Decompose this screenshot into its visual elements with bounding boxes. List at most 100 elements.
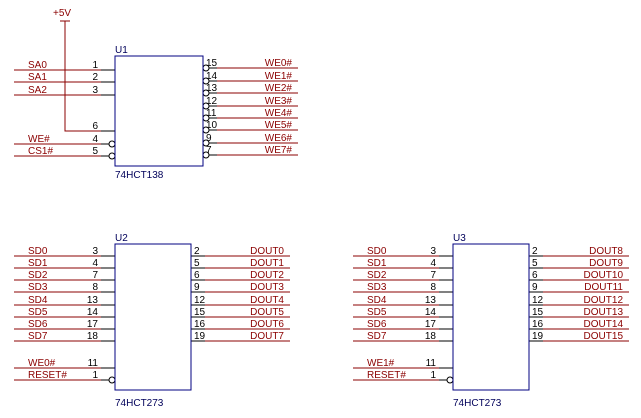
wires: SA0SA1SA2WE#CS1#WE0#WE1#WE2#WE3#WE4#WE5#… xyxy=(14,21,629,381)
net-label: DOUT6 xyxy=(250,319,284,330)
net-label: SD5 xyxy=(367,307,387,318)
pin-number: 12 xyxy=(532,295,544,306)
pin-number: 5 xyxy=(532,258,538,269)
pin-number: 13 xyxy=(425,295,437,306)
net-label: DOUT2 xyxy=(250,270,284,281)
pin-number: 16 xyxy=(194,319,206,330)
net-label: WE0# xyxy=(265,58,293,69)
net-label: RESET# xyxy=(28,370,67,381)
inversion-bubble xyxy=(446,376,454,384)
ref-designator: U2 xyxy=(115,233,128,244)
net-label: WE2# xyxy=(265,83,293,94)
pin-number: 5 xyxy=(92,146,98,157)
net-label: WE5# xyxy=(265,120,293,131)
pin-number: 11 xyxy=(88,358,99,369)
pin-number: 10 xyxy=(206,120,218,131)
pin-number: 14 xyxy=(425,307,437,318)
pin-number: 8 xyxy=(92,282,98,293)
parts: 1A2B3C6G14G2A5G2B15Y014Y113Y212Y311Y410Y… xyxy=(87,45,544,409)
u2-symbol: 3D14D27D38D413D514D617D718D811CLK1CLR2Q1… xyxy=(87,233,206,409)
ref-designator: U1 xyxy=(115,45,128,56)
pin-number: 1 xyxy=(430,370,436,381)
pin-number: 6 xyxy=(92,121,98,132)
pin-number: 9 xyxy=(206,133,212,144)
pin-number: 6 xyxy=(532,270,538,281)
pin-number: 14 xyxy=(87,307,99,318)
ic-body xyxy=(114,55,204,167)
pin-number: 8 xyxy=(430,282,436,293)
net-label: SD2 xyxy=(28,270,48,281)
u3-symbol: 3D14D27D38D413D514D617D718D811CLK1CLR2Q1… xyxy=(425,233,544,409)
pin-number: 9 xyxy=(194,282,200,293)
ref-designator: U3 xyxy=(453,233,466,244)
pin-number: 3 xyxy=(92,85,98,96)
net-label: WE1# xyxy=(265,71,293,82)
pin-number: 11 xyxy=(206,108,217,119)
net-label: SD2 xyxy=(367,270,387,281)
pin-number: 13 xyxy=(206,83,218,94)
net-label: DOUT13 xyxy=(584,307,624,318)
pin-number: 5 xyxy=(194,258,200,269)
pin-number: 7 xyxy=(92,270,98,281)
u1-symbol: 1A2B3C6G14G2A5G2B15Y014Y113Y212Y311Y410Y… xyxy=(92,45,217,181)
pin-number: 7 xyxy=(430,270,436,281)
net-label: WE0# xyxy=(28,358,56,369)
pin-number: 15 xyxy=(532,307,544,318)
net-label: SD4 xyxy=(28,295,48,306)
pin-number: 1 xyxy=(92,60,98,71)
net-label: SA2 xyxy=(28,85,47,96)
pin-number: 4 xyxy=(92,134,98,145)
net-label: DOUT15 xyxy=(584,331,624,342)
net-label: SA0 xyxy=(28,60,47,71)
net-label: DOUT14 xyxy=(584,319,624,330)
pin-number: 17 xyxy=(87,319,99,330)
pin-number: 15 xyxy=(194,307,206,318)
pin-number: 4 xyxy=(92,258,98,269)
pin-number: 3 xyxy=(92,246,98,257)
pin-number: 13 xyxy=(87,295,99,306)
inversion-bubble xyxy=(108,152,116,160)
pin-number: 14 xyxy=(206,71,218,82)
net-label: DOUT3 xyxy=(250,282,284,293)
power-rail-wire xyxy=(64,21,101,132)
pin-number: 18 xyxy=(425,331,437,342)
pin-number: 4 xyxy=(430,258,436,269)
net-label: DOUT12 xyxy=(584,295,624,306)
net-label: WE4# xyxy=(265,108,293,119)
pin-number: 1 xyxy=(92,370,98,381)
power-symbol: +5V xyxy=(53,8,71,22)
net-label: SD3 xyxy=(28,282,48,293)
pin-number: 15 xyxy=(206,58,218,69)
pin-number: 9 xyxy=(532,282,538,293)
net-label: WE# xyxy=(28,134,50,145)
net-label: DOUT8 xyxy=(589,246,623,257)
net-label: SD6 xyxy=(367,319,387,330)
net-label: SD6 xyxy=(28,319,48,330)
net-label: DOUT11 xyxy=(584,282,623,293)
ic-body xyxy=(114,243,192,391)
net-label: DOUT1 xyxy=(250,258,284,269)
net-label: SD1 xyxy=(28,258,48,269)
inversion-bubble xyxy=(108,140,116,148)
pin-number: 6 xyxy=(194,270,200,281)
net-label: SD3 xyxy=(367,282,387,293)
pin-number: 12 xyxy=(206,96,218,107)
part-number: 74HCT273 xyxy=(115,398,164,409)
pin-number: 2 xyxy=(532,246,538,257)
pin-number: 3 xyxy=(430,246,436,257)
net-label: WE1# xyxy=(367,358,395,369)
net-label: SD0 xyxy=(367,246,387,257)
net-label: SD0 xyxy=(28,246,48,257)
pin-number: 7 xyxy=(206,145,212,156)
pin-number: 2 xyxy=(92,72,98,83)
pin-number: 19 xyxy=(194,331,206,342)
net-label: CS1# xyxy=(28,146,53,157)
ic-body xyxy=(452,243,530,391)
net-label: DOUT9 xyxy=(589,258,623,269)
net-label: WE6# xyxy=(265,133,293,144)
net-label: DOUT7 xyxy=(250,331,284,342)
net-label: WE7# xyxy=(265,145,293,156)
net-label: WE3# xyxy=(265,96,293,107)
net-label: SD7 xyxy=(28,331,48,342)
